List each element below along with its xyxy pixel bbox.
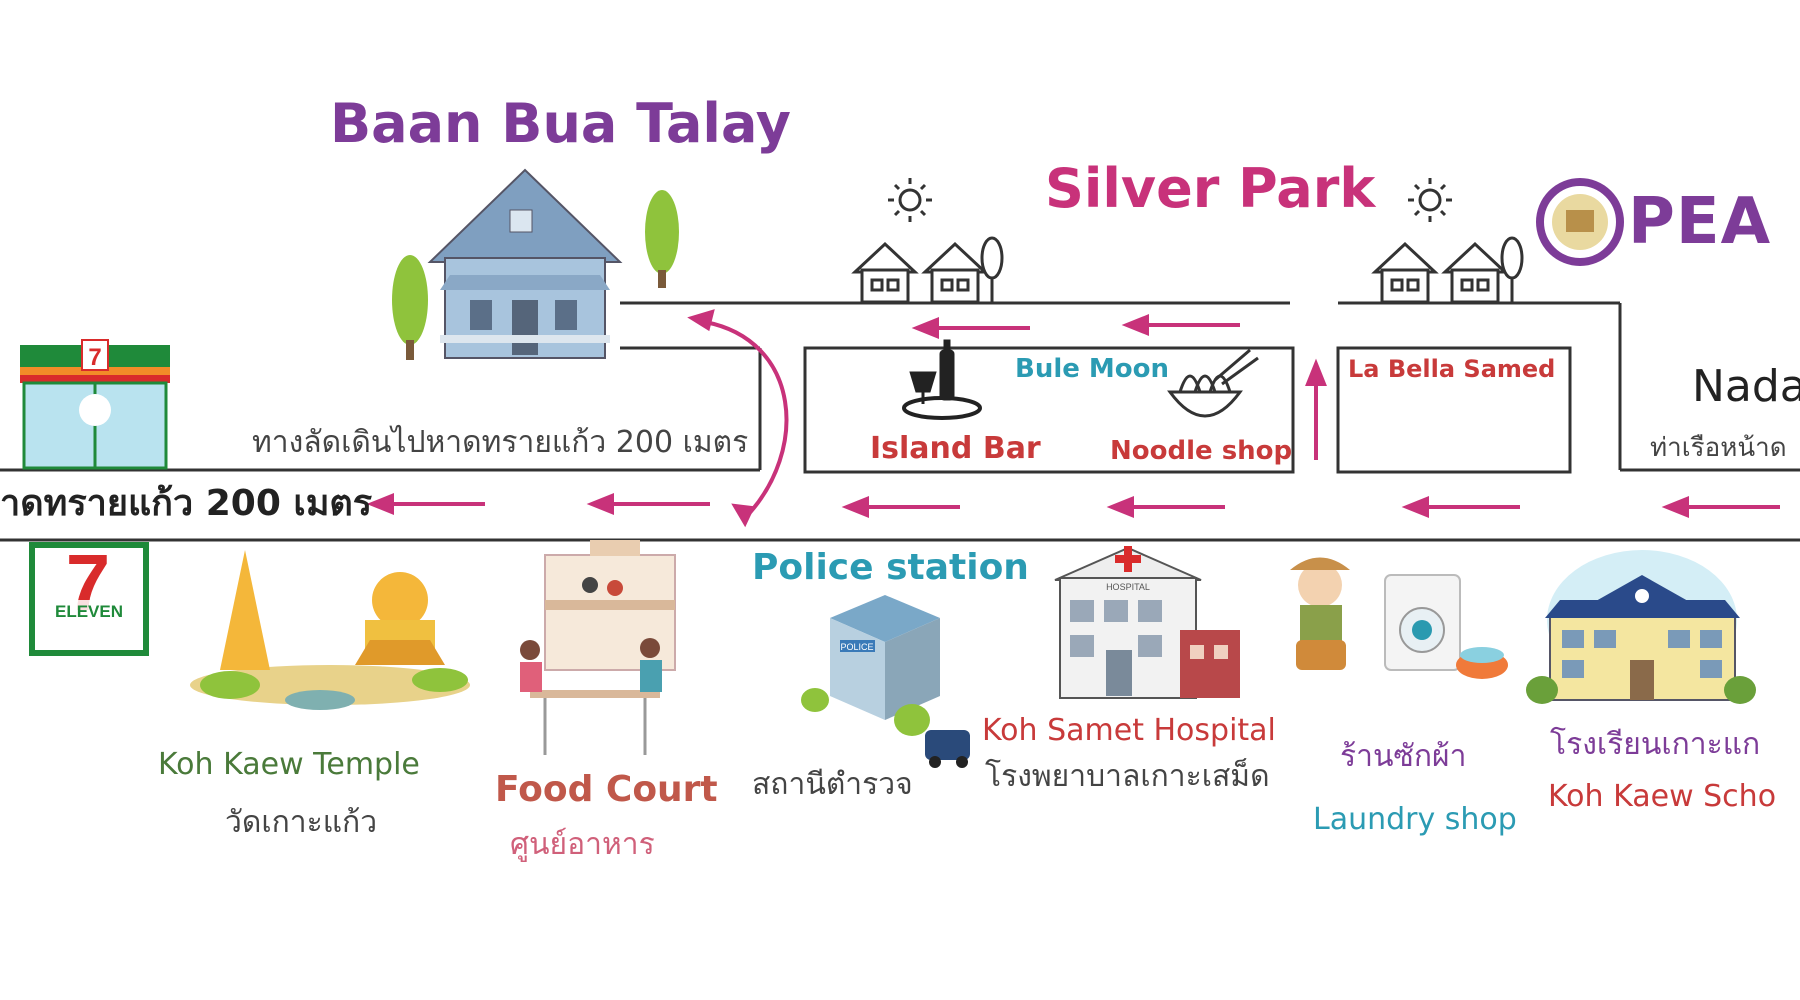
arrow-left [366,493,485,515]
baan-bua-talay-title: Baan Bua Talay [330,92,791,155]
arrow-left [841,496,960,518]
arrow-up [1305,358,1327,460]
hospital-label-en: Koh Samet Hospital [982,713,1276,748]
bule-moon-label: Bule Moon [1015,354,1170,384]
island-bar-label: Island Bar [870,431,1041,466]
nada-pier-label: ท่าเรือหน้าด [1650,433,1787,463]
houses-icon [851,236,1004,304]
block-la-bella [1336,346,1572,474]
houses-icon [1371,236,1524,304]
laundry-label-en: Laundry shop [1313,802,1517,837]
shortcut-label: ทางลัดเดินไปหาดทรายแก้ว 200 เมตร [252,425,749,460]
pea-logo [1536,178,1624,266]
food-court-label-en: Food Court [495,769,718,810]
svg-text:7: 7 [88,344,101,371]
police-station-label-en: Police station [752,547,1029,588]
arrow-left [1121,314,1240,336]
noodle-shop-label: Noodle shop [1110,436,1293,466]
arrow-left [586,493,710,515]
baan-bua-talay-house-icon [392,168,679,360]
hospital-icon: HOSPITAL [1054,546,1240,699]
arrow-left [911,317,1030,339]
school-label-en: Koh Kaew Scho [1548,779,1777,814]
road-sign-label: าดทรายแก้ว 200 เมตร [0,483,373,524]
temple-label-th: วัดเกาะแก้ว [225,805,378,840]
food-court-label-th: ศูนย์อาหาร [510,827,655,862]
police-sign-text: POLICE [840,642,873,652]
silver-park-title: Silver Park [1045,157,1376,220]
food-court-icon [520,540,676,755]
temple-icon [190,550,470,710]
sun-icon [1408,178,1452,222]
curved-arrow [687,309,789,528]
hospital-label-th: โรงพยาบาลเกาะเสม็ด [985,759,1270,794]
school-icon [1526,550,1756,704]
direction-arrows [366,309,1780,528]
arrow-left [1661,496,1780,518]
la-bella-samed-label: La Bella Samed [1348,355,1556,383]
laundry-icon [1290,557,1508,679]
police-station-label-th: สถานีตำรวจ [752,767,913,802]
seven-eleven-store-icon: 7 [20,339,170,470]
arrow-left [1106,496,1225,518]
hospital-sign-text: HOSPITAL [1106,582,1150,592]
temple-label-en: Koh Kaew Temple [158,747,420,782]
noodle-bowl-icon [1167,348,1259,418]
seven-eleven-logo: 7 ELEVEN [29,538,149,656]
seven-eleven-logo-text: ELEVEN [55,602,123,621]
nada-label: Nada [1692,361,1800,412]
arrow-left [1401,496,1520,518]
pea-logo-text: PEA [1628,185,1772,259]
island-bar-icon [902,339,982,420]
school-label-th: โรงเรียนเกาะแก [1550,727,1761,762]
laundry-label-th: ร้านซักผ้า [1340,739,1467,774]
police-station-icon: POLICE [801,595,970,768]
sun-icon [888,178,932,222]
